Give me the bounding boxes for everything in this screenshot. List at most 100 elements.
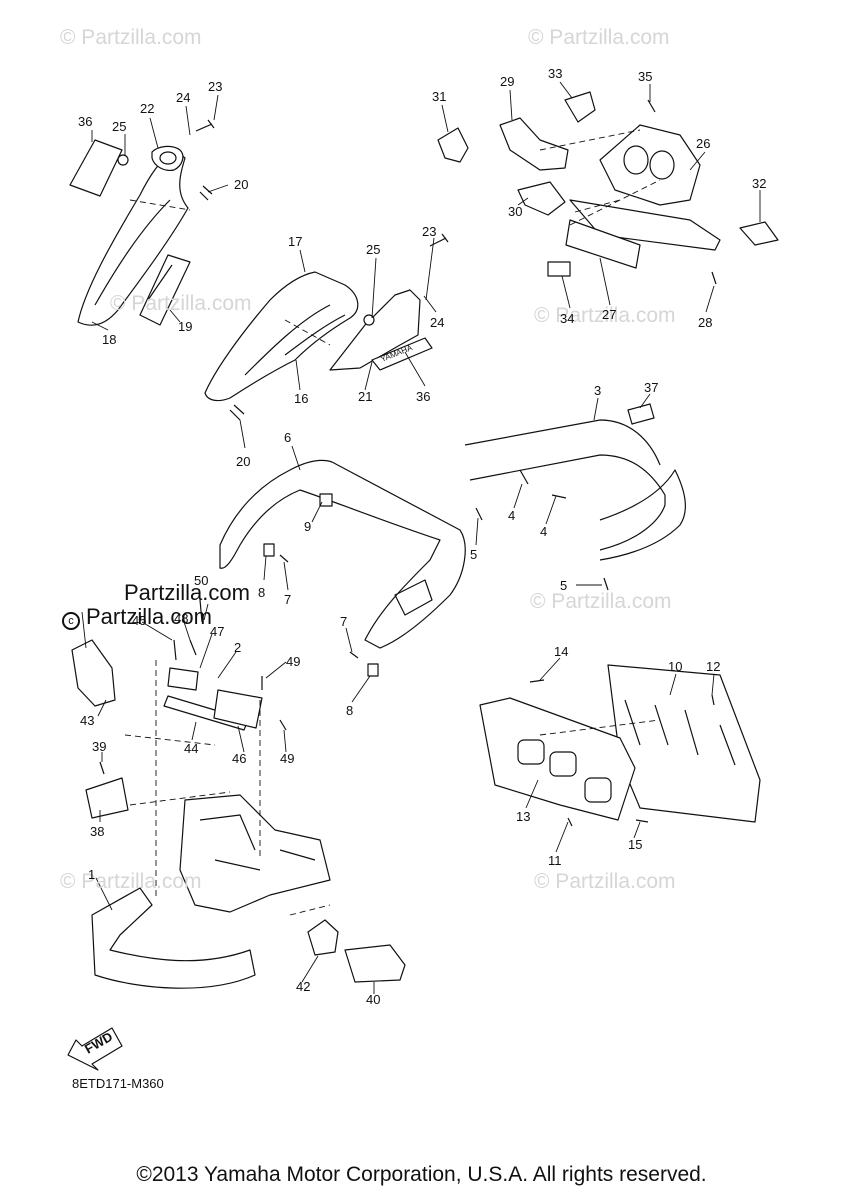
part-6-cowl-opening — [394, 579, 433, 616]
callout-34: 34 — [560, 311, 575, 326]
part-11-clip — [567, 817, 573, 827]
callout-25: 25 — [112, 119, 127, 134]
callout-23: 23 — [208, 79, 223, 94]
part-8-clip-right — [367, 663, 379, 677]
callout-8: 8 — [258, 585, 266, 600]
part-20-screw-left — [199, 185, 213, 201]
part-13-window-c — [584, 777, 612, 803]
part-23-bolt-right — [429, 233, 449, 247]
part-19-inner-line — [147, 264, 173, 301]
watermark: © Partzilla.com — [528, 26, 670, 49]
part-38-bracket — [85, 777, 129, 819]
callout-5: 5 — [560, 578, 568, 593]
callout-21: 21 — [358, 389, 373, 404]
part-15-rivet — [635, 819, 649, 823]
part-9-clip — [319, 493, 333, 507]
callout-50: 50 — [194, 573, 209, 588]
callout-49: 49 — [286, 654, 301, 669]
part-36-decal-left — [69, 139, 123, 197]
copyright-circle-icon: c — [62, 612, 80, 630]
callout-17: 17 — [288, 234, 303, 249]
callout-39: 39 — [92, 739, 107, 754]
part-48-nut — [189, 639, 197, 656]
part-46-bracket — [213, 689, 263, 729]
part-34-plate — [547, 261, 571, 277]
part-10-ribs — [624, 699, 736, 766]
part-40-light — [344, 944, 406, 983]
part-6-lower-cowl — [219, 459, 466, 649]
partzilla-logo-text: Partzilla.com — [86, 604, 212, 629]
callout-24: 24 — [176, 90, 191, 105]
callout-16: 16 — [294, 391, 309, 406]
copyright-notice: ©2013 Yamaha Motor Corporation, U.S.A. A… — [136, 1163, 707, 1186]
callout-33: 33 — [548, 66, 563, 81]
part-19-bracket — [139, 254, 191, 326]
callout-29: 29 — [500, 74, 515, 89]
callout-4: 4 — [508, 508, 516, 523]
callout-25: 25 — [366, 242, 381, 257]
part-47-bracket — [167, 667, 199, 691]
part-20-screw-center — [229, 404, 245, 421]
callout-47: 47 — [210, 624, 225, 639]
watermark: © Partzilla.com — [530, 590, 672, 613]
callout-46: 46 — [232, 751, 247, 766]
part-25-nut-left — [117, 154, 129, 166]
callout-42: 42 — [296, 979, 311, 994]
part-7-screw-left — [279, 554, 289, 563]
part-3-grab-bar — [464, 419, 687, 561]
part-10-rear-panel — [607, 664, 761, 823]
part-5-nut-a — [475, 507, 483, 521]
callout-19: 19 — [178, 319, 193, 334]
callout-24: 24 — [430, 315, 445, 330]
callout-15: 15 — [628, 837, 643, 852]
part-50-bolt — [199, 599, 203, 623]
callout-11: 11 — [548, 853, 562, 868]
watermark: © Partzilla.com — [60, 870, 202, 893]
callout-8: 8 — [346, 703, 354, 718]
callout-10: 10 — [668, 659, 683, 674]
part-12-rivet — [711, 694, 715, 706]
part-30-cover — [517, 181, 566, 216]
part-1-front-bumper — [91, 887, 256, 989]
callout-44: 44 — [184, 741, 199, 756]
callout-45: 45 — [132, 613, 147, 628]
callout-20: 20 — [234, 177, 249, 192]
part-37-label — [627, 403, 655, 425]
callout-2: 2 — [234, 640, 242, 655]
part-18-inner-line — [94, 199, 171, 306]
part-29-cover — [499, 117, 569, 171]
part-26-gauge-right — [649, 150, 675, 180]
part-26-gauge-left — [623, 145, 649, 175]
part-5-nut-b — [603, 577, 609, 591]
part-42-light — [307, 919, 339, 956]
watermark: © Partzilla.com — [534, 870, 676, 893]
part-49-bolt-b — [279, 719, 287, 731]
callout-20: 20 — [236, 454, 251, 469]
part-13-panel — [479, 697, 636, 821]
callout-22: 22 — [140, 101, 155, 116]
part-18-left-cowl — [77, 149, 189, 326]
part-33-cover — [564, 91, 596, 123]
watermark: © Partzilla.com — [534, 304, 676, 327]
callout-48: 48 — [174, 611, 189, 626]
watermark: © Partzilla.com — [60, 26, 202, 49]
part-16-inner-shape — [244, 304, 346, 376]
callout-43: 43 — [80, 713, 95, 728]
diagram-code: 8ETD171-M360 — [72, 1076, 164, 1091]
callout-12: 12 — [706, 659, 721, 674]
part-13-window-a — [517, 739, 545, 765]
callout-31: 31 — [432, 89, 447, 104]
frame-inner — [199, 814, 316, 871]
callout-23: 23 — [422, 224, 437, 239]
part-4-bolt-a — [519, 469, 529, 485]
part-22-lens — [159, 151, 177, 165]
callout-32: 32 — [752, 176, 767, 191]
part-32-cover — [739, 221, 779, 246]
part-14-rivet — [529, 679, 545, 683]
callout-38: 38 — [90, 824, 105, 839]
callout-36: 36 — [78, 114, 93, 129]
partzilla-logo-text: Partzilla.com — [124, 580, 250, 605]
part-22-light-housing — [151, 145, 184, 171]
callout-40: 40 — [366, 992, 381, 1007]
callout-35: 35 — [638, 69, 653, 84]
